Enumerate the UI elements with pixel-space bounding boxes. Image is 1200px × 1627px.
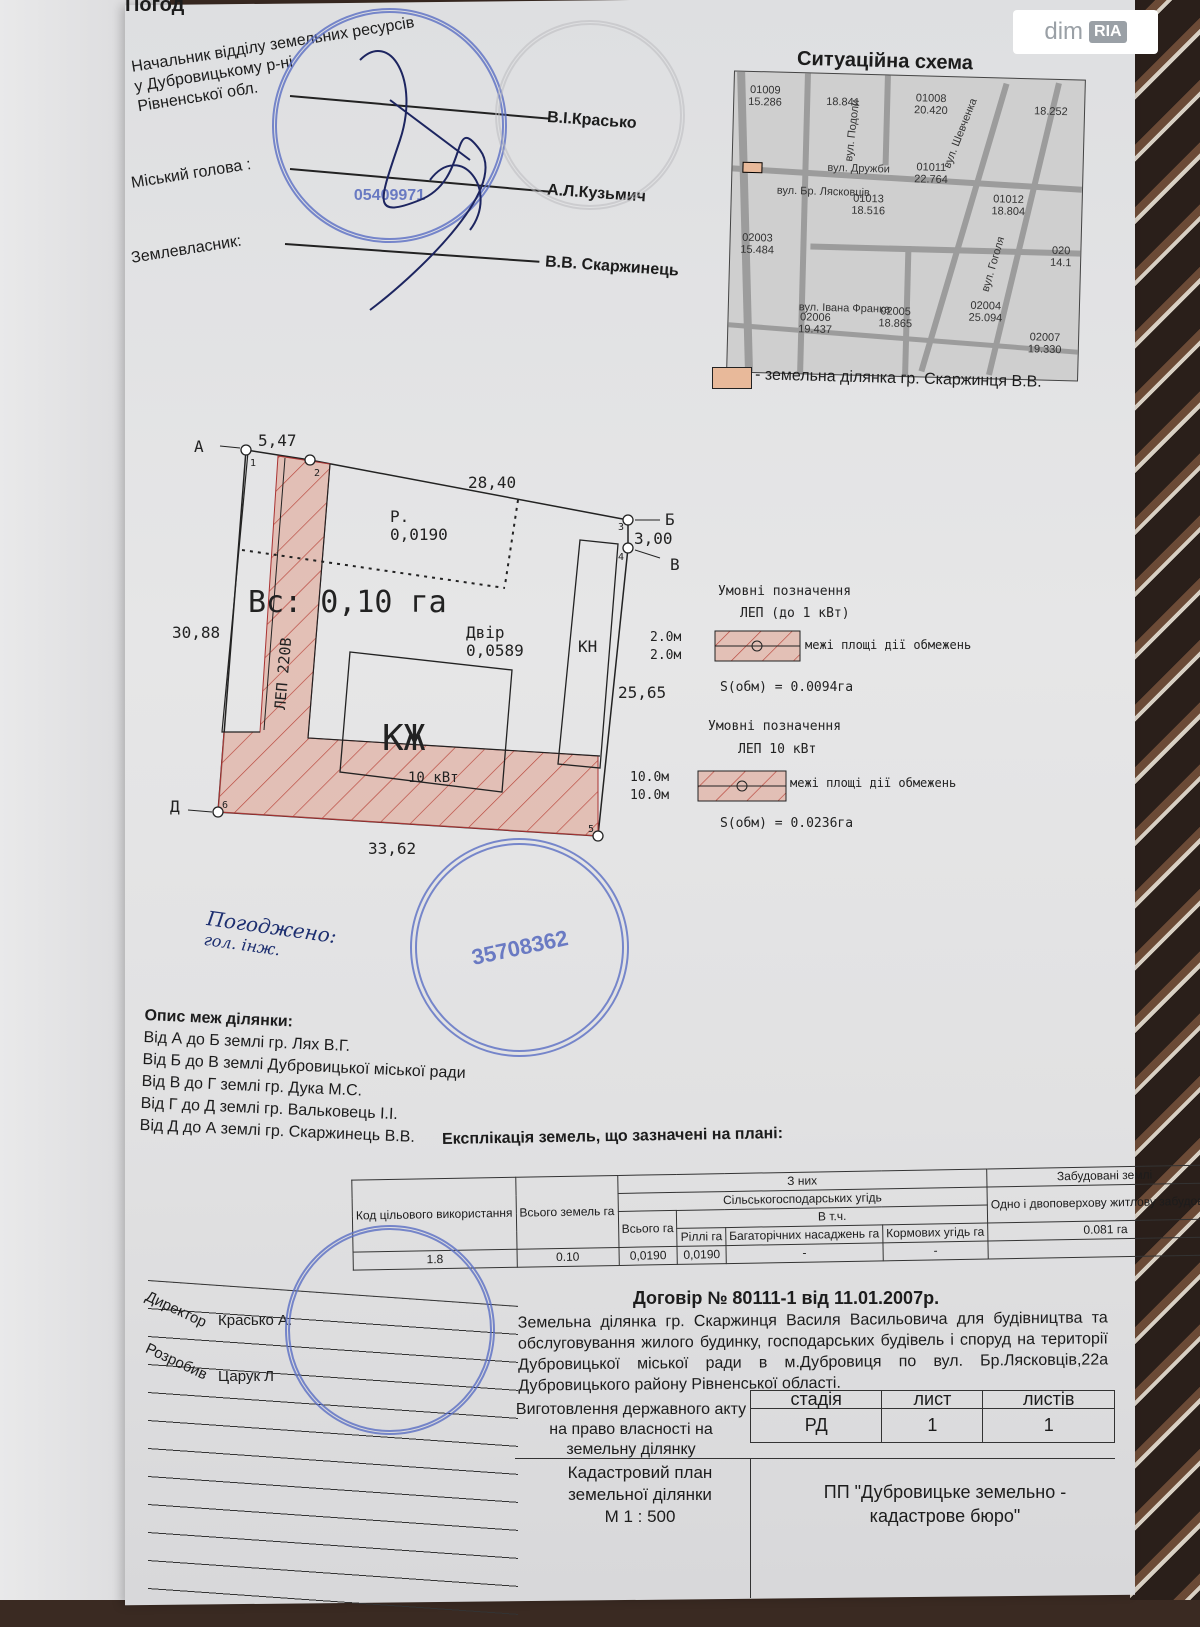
director-name: Красько А. [218,1312,293,1329]
corner-label-a: А [194,437,204,456]
r-area: 0,0190 [390,525,448,544]
scale: М 1 : 500 [604,1507,676,1526]
dim-top-long: 28,40 [468,473,516,492]
legend-subtitle: ЛЕП 10 кВт [738,742,816,757]
legend-title: Умовні позначення [718,584,851,599]
kn-label: КН [578,637,597,656]
r-label: Р. [390,507,409,526]
kzh-label: КЖ [382,718,426,759]
svg-text:10.0м: 10.0м [630,770,669,785]
svg-text:2: 2 [314,468,320,479]
yard-area: 0,0589 [466,641,524,660]
signature-scribble [359,50,487,311]
boundary-description: Опис меж ділянки: Від А до Б землі гр. Л… [139,1005,468,1151]
corner-label-d: Д [170,797,180,816]
parcel-marker [742,161,763,174]
parcel-description: Земельна ділянка гр. Скаржинця Василя Ва… [517,1309,1109,1395]
residential-building [339,651,513,793]
svg-text:2.0м: 2.0м [650,630,681,645]
svg-text:1: 1 [250,458,256,469]
cadastral-plan: А Б В Д 5,47 28,40 3,00 30,88 25,65 33,6… [170,431,680,858]
header-fragment: Погод [125,0,185,16]
dim-right: 25,65 [618,683,666,702]
svg-text:6: 6 [222,800,228,811]
legend-subtitle: ЛЕП (до 1 кВт) [740,606,850,621]
svg-text:5: 5 [588,824,594,835]
developer-name: Царук Л [218,1368,275,1385]
legend-area: S(обм) = 0.0094га [720,680,853,695]
corner-label-b: Б [665,510,675,529]
svg-text:межі площі дії обмежень: межі площі дії обмежень [805,638,971,652]
stamp-number: 05409971 [353,186,426,204]
dim-bottom: 33,62 [368,839,416,858]
situation-title: Ситуаційна схема [796,47,974,75]
contract-number: Договір № 80111-1 від 11.01.2007р. [633,1288,940,1308]
utility-building [557,539,619,769]
svg-text:3: 3 [618,522,624,533]
stamp-number: 35708362 [468,924,570,970]
legend-title: Умовні позначення [708,719,841,734]
bureau-stamp: Красько А. [285,1225,495,1435]
svg-text:межі площі дії обмежень: межі площі дії обмежень [790,776,956,790]
dim-left: 30,88 [172,623,220,642]
vodokanal-stamp: 35708362 [410,838,629,1057]
yard-label: Двір [466,623,505,642]
organization: ПП "Дубровицьке земельно - кадастрове бю… [823,1482,1067,1526]
logo-badge: RIA [1089,21,1127,43]
svg-text:10.0м: 10.0м [630,788,669,803]
svg-text:2.0м: 2.0м [650,648,681,663]
faint-stamp [495,20,685,210]
logo-text: dim [1044,18,1084,45]
restriction-legends: Умовні позначення ЛЕП (до 1 кВт) 2.0м 2.… [630,584,971,831]
legend-swatch [712,367,752,389]
legend-area: S(обм) = 0.0236га [720,816,853,831]
lep-bottom-label: 10 кВт [408,770,459,786]
dim-top-short: 5,47 [258,431,297,450]
document-purpose: Виготовлення державного акту на право вл… [515,1401,747,1458]
area-label: Вс: 0,10 га [248,585,447,620]
dim-right-short: 3,00 [634,529,673,548]
corner-label-v: В [670,555,680,574]
svg-text:4: 4 [618,552,624,563]
background-fabric [1130,0,1200,1600]
